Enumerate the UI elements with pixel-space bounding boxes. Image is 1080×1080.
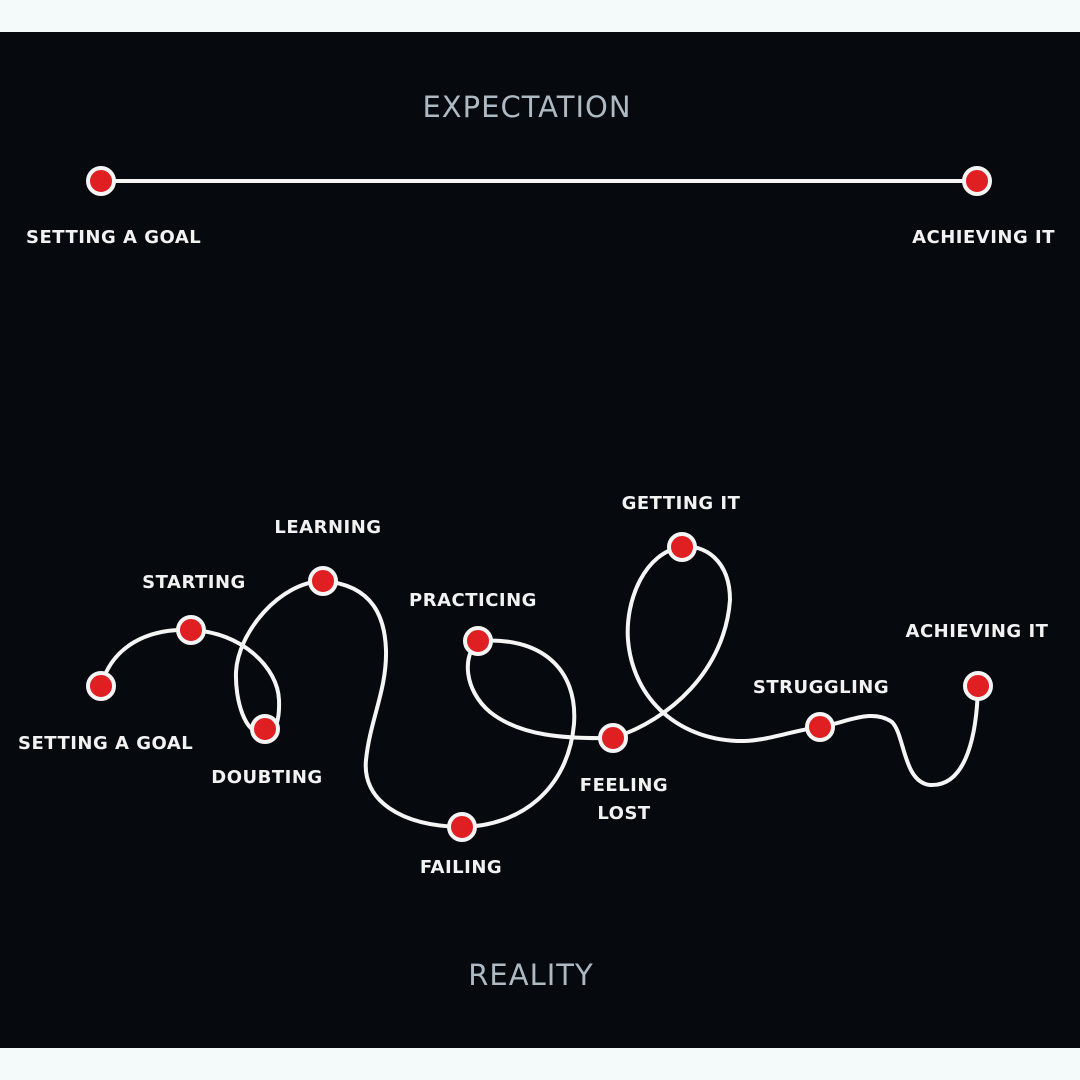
reality-dot-learning xyxy=(308,566,338,596)
reality-label-lost: LOST xyxy=(597,803,651,824)
reality-label-starting: STARTING xyxy=(142,572,246,593)
reality-label-learning: LEARNING xyxy=(274,517,381,538)
reality-dot-setting-a-goal xyxy=(86,671,116,701)
reality-dot-failing xyxy=(447,812,477,842)
expectation-title: EXPECTATION xyxy=(422,90,631,124)
reality-dot-getting-it xyxy=(667,532,697,562)
expectation-start-dot xyxy=(86,166,116,196)
reality-label-getting-it: GETTING IT xyxy=(622,493,741,514)
reality-dot-feeling-lost xyxy=(598,723,628,753)
expectation-start-label: SETTING A GOAL xyxy=(26,227,201,248)
expectation-end-label: ACHIEVING IT xyxy=(912,227,1055,248)
reality-label-failing: FAILING xyxy=(420,857,502,878)
reality-dot-doubting xyxy=(250,714,280,744)
diagram-panel xyxy=(0,32,1080,1048)
reality-label-feeling: FEELING xyxy=(580,775,668,796)
reality-dot-achieving-it xyxy=(963,671,993,701)
reality-title: REALITY xyxy=(468,958,593,992)
reality-label-achieving-it: ACHIEVING IT xyxy=(906,621,1049,642)
reality-label-doubting: DOUBTING xyxy=(211,767,322,788)
expectation-end-dot xyxy=(962,166,992,196)
reality-label-practicing: PRACTICING xyxy=(409,590,537,611)
reality-label-setting-a-goal: SETTING A GOAL xyxy=(18,733,193,754)
reality-dot-struggling xyxy=(805,712,835,742)
reality-dot-starting xyxy=(176,615,206,645)
reality-dot-practicing xyxy=(463,626,493,656)
reality-label-struggling: STRUGGLING xyxy=(753,677,889,698)
